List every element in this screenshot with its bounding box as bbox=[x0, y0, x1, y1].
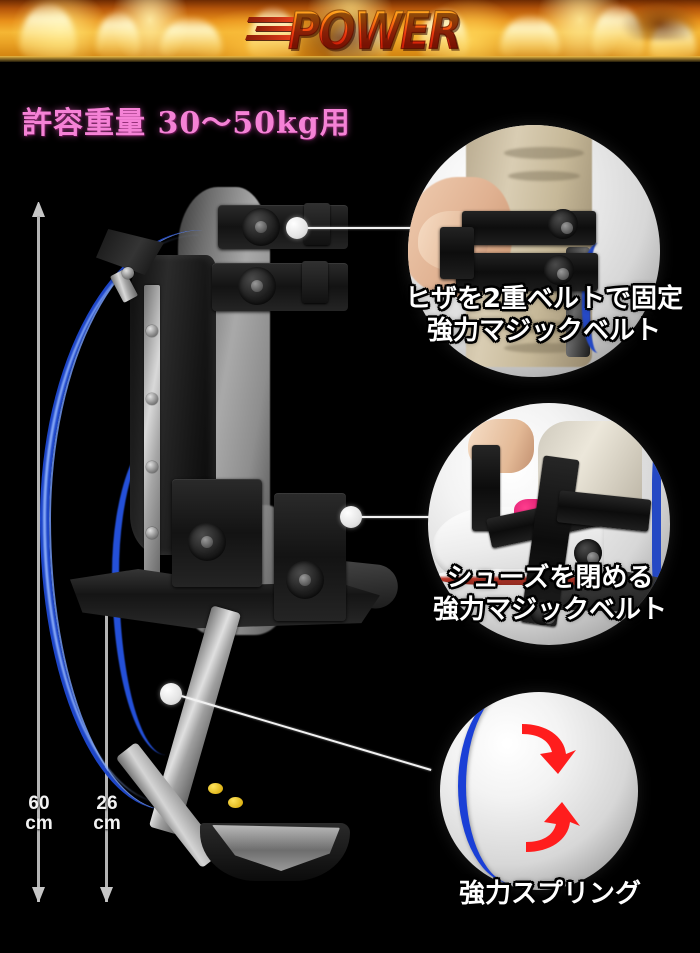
brand-logo: POWER bbox=[0, 0, 700, 62]
arrow-up-icon bbox=[32, 202, 45, 217]
knee-buckle-lower bbox=[238, 267, 276, 305]
dimension-60cm-label: 60 bbox=[28, 793, 50, 814]
shin-bar bbox=[144, 285, 160, 585]
buckle-lower-closeup bbox=[544, 255, 574, 285]
foot-buckle-rear bbox=[188, 523, 226, 561]
fabric-fold bbox=[504, 147, 584, 159]
fabric-fold bbox=[500, 321, 586, 333]
fabric-fold bbox=[508, 171, 580, 181]
arrow-down-icon bbox=[32, 887, 45, 902]
belt-free-end bbox=[440, 227, 474, 279]
spring-segment bbox=[652, 425, 670, 625]
caption-line-2: 強力マジックベルト bbox=[426, 316, 661, 346]
knee-buckle-upper bbox=[242, 208, 280, 246]
dimension-60cm-unit: cm bbox=[25, 813, 53, 834]
spring-marker-icon bbox=[228, 797, 243, 808]
flex-arrow-up-icon bbox=[520, 798, 582, 856]
caption-spring: 強力スプリング bbox=[400, 878, 700, 910]
dimension-26cm-label: 26 bbox=[96, 793, 118, 814]
spring-curve bbox=[458, 692, 554, 884]
dimension-26cm-unit: cm bbox=[93, 813, 121, 834]
callout-dot-spring bbox=[160, 683, 182, 705]
speed-lines-icon bbox=[240, 11, 295, 51]
flex-arrow-down-icon bbox=[516, 720, 578, 778]
callout-dot-shoe bbox=[340, 506, 362, 528]
buckle-upper-closeup bbox=[548, 209, 578, 239]
callout-line-shoe bbox=[358, 516, 436, 518]
logo-text: POWER bbox=[287, 0, 462, 62]
shoe-buckle-rear bbox=[574, 539, 602, 567]
callout-photo-knee-belt bbox=[408, 125, 660, 377]
foot-strap-front bbox=[274, 493, 346, 621]
spring-marker-icon bbox=[208, 783, 223, 794]
caption-line-1: ヒザを2重ベルトで固定 bbox=[404, 284, 684, 314]
knee-strap-tab-upper bbox=[304, 203, 330, 245]
flame-shape bbox=[160, 18, 222, 62]
screw-icon bbox=[146, 325, 158, 337]
flame-shape bbox=[96, 12, 140, 62]
fabric-fold bbox=[504, 343, 582, 353]
dimension-line bbox=[37, 216, 40, 902]
callout-dot-knee bbox=[286, 217, 308, 239]
flame-shape bbox=[500, 16, 560, 62]
product-photo bbox=[40, 175, 410, 881]
caption-knee-belt: ヒザを2重ベルトで固定 強力マジックベルト bbox=[388, 283, 700, 347]
page-title: 許容重量 30〜50kg用 bbox=[22, 106, 351, 141]
flame-shape bbox=[420, 10, 468, 62]
shoe-buckle-front bbox=[530, 599, 556, 625]
foot-buckle-front bbox=[286, 561, 324, 599]
caption-line-1: 強力スプリング bbox=[458, 879, 641, 909]
callout-line-knee bbox=[300, 227, 438, 229]
flame-shadow bbox=[620, 0, 700, 40]
screw-icon bbox=[146, 527, 158, 539]
spring-segment bbox=[582, 243, 622, 353]
callout-photo-spring bbox=[440, 692, 638, 890]
flame-shadow bbox=[286, 6, 396, 60]
screw-icon bbox=[122, 267, 134, 279]
outer-spring-highlight bbox=[43, 235, 267, 803]
arrow-down-icon bbox=[100, 887, 113, 902]
knee-belt-lower-closeup bbox=[456, 253, 598, 291]
caption-line-2: 強力マジックベルト bbox=[432, 595, 667, 625]
flame-shape bbox=[20, 4, 76, 62]
knee-strap-tab-lower bbox=[302, 261, 328, 303]
screw-icon bbox=[146, 393, 158, 405]
callout-photo-shoe-strap bbox=[428, 403, 670, 645]
banner-edge bbox=[0, 56, 700, 62]
caption-shoe-strap: シューズを閉める 強力マジックベルト bbox=[400, 562, 700, 626]
caption-line-1: シューズを閉める bbox=[446, 563, 654, 593]
screw-icon bbox=[146, 461, 158, 473]
